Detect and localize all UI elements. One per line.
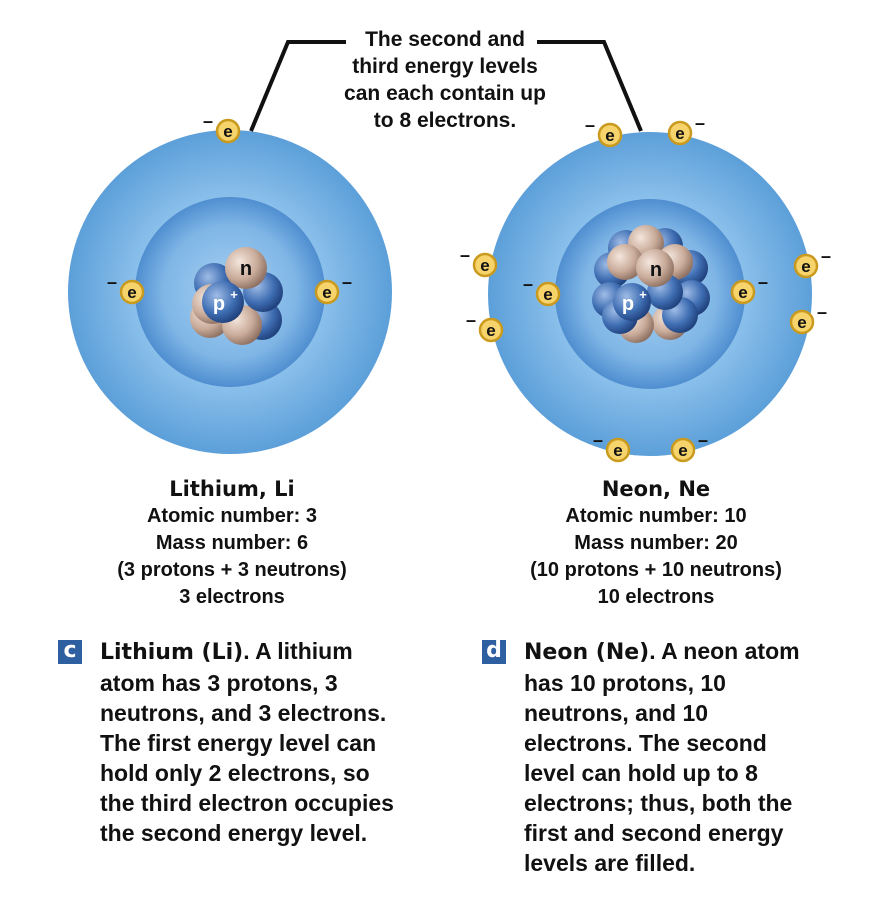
lithium-atom: n p + — [68, 130, 392, 454]
proton-charge: + — [230, 287, 238, 302]
lithium-caption: c Lithium (Li). A lithium atom has 3 pro… — [58, 636, 458, 848]
electron-icon: e– — [793, 246, 831, 279]
neon-electrons: 10 electrons — [597, 586, 715, 608]
neon-atom: n p + — [488, 132, 812, 456]
caption-line: atom has 3 protons, 3 — [100, 670, 338, 696]
electron-charge: – — [342, 272, 352, 292]
caption-line: first and second energy — [524, 820, 784, 846]
caption-line: . A neon atom — [649, 638, 800, 664]
proton-label: p — [622, 293, 634, 315]
electron-icon: e– — [730, 272, 768, 305]
electron-charge: – — [107, 272, 117, 292]
electron-symbol: e — [543, 285, 552, 304]
lithium-nucleus: n p + — [190, 247, 283, 345]
electron-charge: – — [698, 430, 708, 450]
electron-icon: e– — [585, 115, 623, 148]
electron-symbol: e — [223, 122, 232, 141]
proton-charge: + — [639, 287, 647, 302]
caption-line: neutrons, and 3 electrons. — [100, 700, 387, 726]
lithium-atomic-number: Atomic number: 3 — [146, 505, 318, 527]
electron-charge: – — [821, 246, 831, 266]
electron-symbol: e — [486, 321, 495, 340]
electron-icon: e– — [466, 310, 504, 343]
electron-charge: – — [466, 310, 476, 330]
caption-line: has 10 protons, 10 — [524, 670, 726, 696]
electron-symbol: e — [127, 283, 136, 302]
electron-symbol: e — [797, 313, 806, 332]
caption-line: the second energy level. — [100, 820, 368, 846]
energy-level-annotation: The second and third energy levels can e… — [300, 26, 590, 134]
lithium-caption-title: Lithium (Li) — [100, 640, 244, 665]
neon-info: Neon, Ne Atomic number: 10 Mass number: … — [486, 476, 826, 611]
electron-charge: – — [817, 302, 827, 322]
caption-line: hold only 2 electrons, so — [100, 760, 370, 786]
neon-composition: (10 protons + 10 neutrons) — [530, 559, 782, 581]
electron-symbol: e — [801, 257, 810, 276]
electron-charge: – — [523, 274, 533, 294]
electron-symbol: e — [480, 256, 489, 275]
electron-charge: – — [585, 115, 595, 135]
neon-nucleus: n p + — [592, 225, 710, 343]
electron-icon: e– — [593, 430, 631, 463]
neon-atomic-number: Atomic number: 10 — [565, 505, 747, 527]
annotation-line: can each contain up — [344, 82, 546, 105]
neon-caption: d Neon (Ne). A neon atom has 10 protons,… — [482, 636, 882, 878]
caption-line: the third electron occupies — [100, 790, 394, 816]
electron-symbol: e — [605, 126, 614, 145]
lithium-electrons: 3 electrons — [179, 586, 285, 608]
electron-icon: e– — [460, 245, 498, 278]
neutron-label: n — [650, 259, 662, 281]
electron-charge: – — [203, 111, 213, 131]
caption-line: electrons; thus, both the — [524, 790, 793, 816]
caption-line: . A lithium — [243, 638, 353, 664]
caption-line: neutrons, and 10 — [524, 700, 709, 726]
electron-symbol: e — [678, 441, 687, 460]
lithium-composition: (3 protons + 3 neutrons) — [117, 559, 347, 581]
electron-charge: – — [460, 245, 470, 265]
neon-mass-number: Mass number: 20 — [574, 532, 738, 554]
electron-symbol: e — [738, 283, 747, 302]
callout-line-right — [537, 40, 643, 132]
electron-icon: e– — [667, 113, 705, 146]
caption-line: The first energy level can — [100, 730, 377, 756]
lithium-info: Lithium, Li Atomic number: 3 Mass number… — [62, 476, 402, 611]
caption-badge-c: c — [58, 640, 82, 664]
electron-charge: – — [695, 113, 705, 133]
neon-caption-title: Neon (Ne) — [524, 640, 650, 665]
annotation-line: third energy levels — [352, 55, 538, 78]
electron-icon: e– — [203, 111, 241, 144]
proton-label: p — [213, 293, 225, 315]
electron-symbol: e — [613, 441, 622, 460]
electron-icon: e– — [523, 274, 561, 307]
electron-icon: e– — [314, 272, 352, 305]
callout-line-left — [249, 40, 346, 132]
neon-name: Neon, Ne — [601, 477, 711, 501]
electron-symbol: e — [322, 283, 331, 302]
lithium-mass-number: Mass number: 6 — [155, 532, 309, 554]
electron-icon: e– — [107, 272, 145, 305]
electron-symbol: e — [675, 124, 684, 143]
electron-icon: e– — [670, 430, 708, 463]
lithium-name: Lithium, Li — [169, 477, 295, 501]
caption-badge-d: d — [482, 640, 506, 664]
caption-line: level can hold up to 8 — [524, 760, 758, 786]
annotation-line: to 8 electrons. — [373, 109, 517, 132]
annotation-line: The second and — [361, 26, 529, 53]
electron-icon: e– — [789, 302, 827, 335]
caption-line: electrons. The second — [524, 730, 767, 756]
electron-charge: – — [593, 430, 603, 450]
electron-charge: – — [758, 272, 768, 292]
electrons: e–e–e–e–e–e–e–e–e–e–e–e–e– — [107, 111, 831, 463]
caption-line: levels are filled. — [524, 850, 696, 876]
neutron-label: n — [240, 258, 252, 280]
